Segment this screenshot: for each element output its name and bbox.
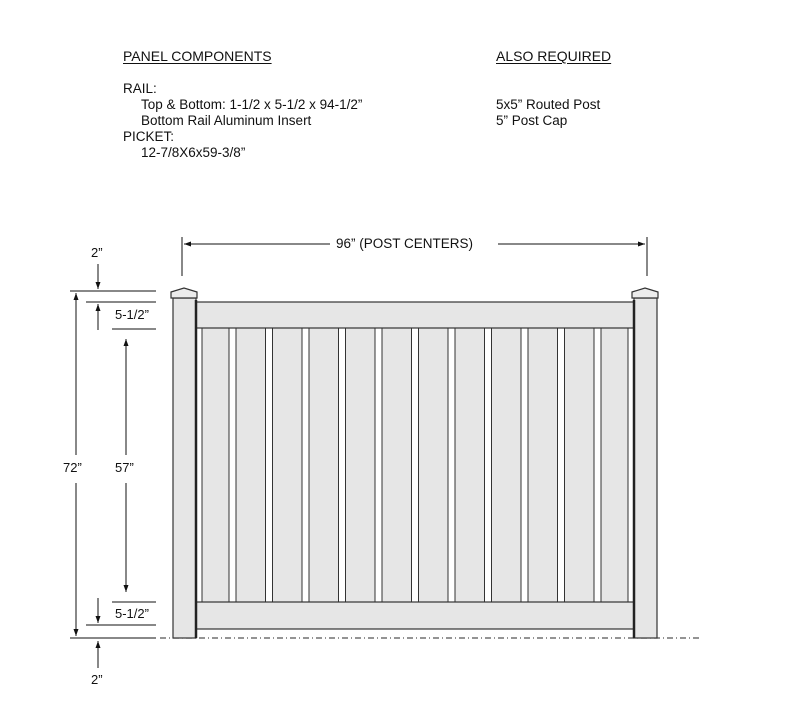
top-gap-label: 2” bbox=[91, 245, 103, 260]
overall-height-label: 72” bbox=[63, 460, 82, 475]
bottom-rail-label: 5-1/2” bbox=[115, 606, 149, 621]
left-post-cap bbox=[170, 287, 198, 299]
height-dimensions bbox=[70, 264, 156, 668]
also-required-post: 5x5” Routed Post bbox=[496, 97, 601, 112]
picket-gap bbox=[374, 327, 383, 603]
also-required-heading: ALSO REQUIRED bbox=[496, 48, 612, 64]
rail-item-top-bottom: Top & Bottom: 1-1/2 x 5-1/2 x 94-1/2” bbox=[141, 97, 363, 112]
bottom-gap-label: 2” bbox=[91, 672, 103, 687]
top-rail bbox=[195, 301, 635, 329]
picket-gap bbox=[265, 327, 273, 603]
bottom-rail bbox=[195, 601, 635, 630]
right-post-cap bbox=[631, 287, 659, 299]
picket-gap bbox=[520, 327, 529, 603]
top-rail-label: 5-1/2” bbox=[115, 307, 149, 322]
picket-item: 12-7/8X6x59-3/8” bbox=[141, 145, 246, 160]
rail-item-insert: Bottom Rail Aluminum Insert bbox=[141, 113, 312, 128]
picket-gap bbox=[447, 327, 456, 603]
picket-gap bbox=[557, 327, 565, 603]
fence-panel bbox=[170, 287, 659, 639]
picket-gap bbox=[228, 327, 237, 603]
picket-gap bbox=[301, 327, 310, 603]
picket-label: PICKET: bbox=[123, 129, 175, 144]
width-dimension bbox=[181, 237, 648, 276]
right-post bbox=[633, 297, 658, 639]
width-dimension-label: 96” (POST CENTERS) bbox=[336, 236, 474, 251]
rail-label: RAIL: bbox=[123, 81, 157, 96]
picket-height-label: 57” bbox=[115, 460, 134, 475]
picket-gap bbox=[411, 327, 419, 603]
panel-components-heading: PANEL COMPONENTS bbox=[123, 48, 272, 64]
left-post bbox=[172, 297, 197, 639]
picket-gap bbox=[484, 327, 492, 603]
also-required-cap: 5” Post Cap bbox=[496, 113, 568, 128]
picket-gap bbox=[593, 327, 602, 603]
picket-gap bbox=[338, 327, 346, 603]
